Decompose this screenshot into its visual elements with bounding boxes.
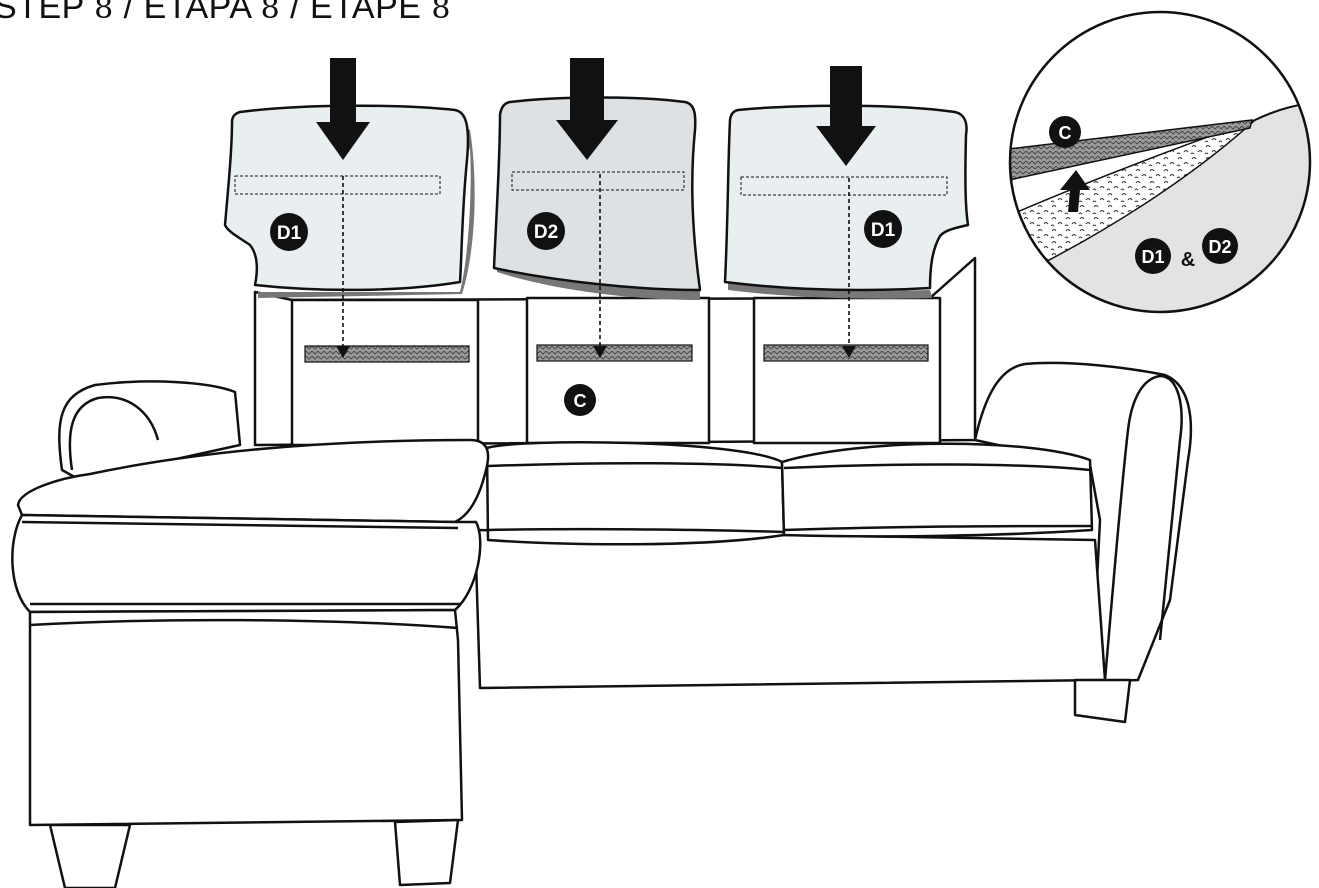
chaise-cushion-front bbox=[12, 515, 480, 612]
detail-ampersand: & bbox=[1181, 249, 1195, 271]
leg-front-right bbox=[395, 820, 458, 885]
back-panel-right bbox=[754, 298, 940, 443]
badge-d1-right-text: D1 bbox=[871, 220, 896, 241]
badge-d2-middle-text: D2 bbox=[534, 222, 558, 243]
detail-badge-d2-text: D2 bbox=[1208, 237, 1231, 257]
leg-back-right bbox=[1075, 680, 1130, 722]
chaise-base bbox=[30, 610, 462, 825]
detail-magnifier: C D1 & D2 bbox=[1000, 12, 1319, 330]
back-panel-left bbox=[292, 300, 478, 445]
badge-d1-left-text: D1 bbox=[277, 223, 302, 244]
leg-front-left bbox=[50, 825, 130, 888]
detail-badge-c-text: C bbox=[1059, 123, 1072, 143]
hook-strip-middle bbox=[537, 345, 692, 361]
hook-strip-left bbox=[305, 346, 469, 362]
sofa-lower-body bbox=[475, 530, 1105, 688]
hook-strips bbox=[305, 345, 928, 362]
badge-c-text: C bbox=[574, 391, 587, 411]
seat-cushion-right bbox=[782, 444, 1092, 537]
detail-badge-d1-text: D1 bbox=[1141, 247, 1164, 267]
back-panel-middle bbox=[527, 298, 709, 443]
